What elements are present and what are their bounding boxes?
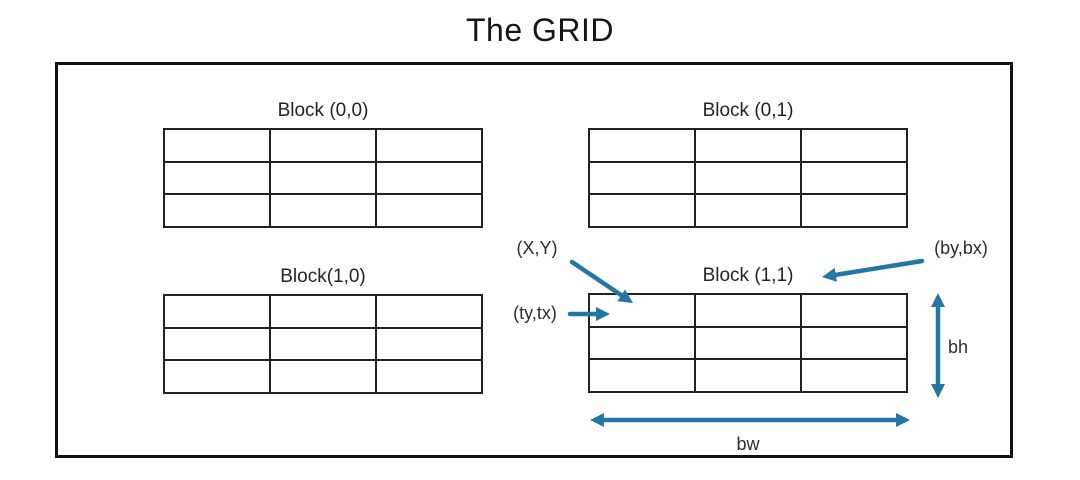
grid-cell (589, 359, 695, 392)
grid-cell (164, 161, 270, 195)
block-1-1-label: Block (1,1) (702, 265, 794, 286)
grid-cell (376, 129, 482, 162)
block-1-1-table (588, 293, 908, 393)
block-1-0-label: Block(1,0) (280, 266, 366, 287)
grid-cell (589, 161, 695, 195)
grid-cell (695, 194, 801, 227)
grid-cell (801, 194, 907, 227)
block-0-1-label: Block (0,1) (702, 100, 794, 121)
grid-cell (164, 327, 270, 361)
grid-cell (376, 295, 482, 328)
grid-outline (55, 62, 1013, 458)
grid-cell (801, 129, 907, 162)
grid-cell (801, 326, 907, 360)
grid-cell (376, 327, 482, 361)
grid-cell (695, 326, 801, 360)
block-0-0-table (163, 128, 483, 228)
grid-cell (695, 161, 801, 195)
diagram-title: The GRID (465, 12, 615, 48)
grid-cell (801, 294, 907, 327)
grid-cell (270, 327, 376, 361)
grid-cell (695, 359, 801, 392)
grid-cell (270, 129, 376, 162)
grid-cell (164, 129, 270, 162)
grid-cell (589, 294, 695, 327)
grid-cell (376, 161, 482, 195)
grid-cell (270, 194, 376, 227)
xy-label: (X,Y) (516, 238, 558, 258)
grid-cell (695, 129, 801, 162)
grid-cell (164, 360, 270, 393)
grid-cell (164, 295, 270, 328)
bh-label: bh (948, 337, 969, 357)
grid-cell (376, 360, 482, 393)
grid-cell (695, 294, 801, 327)
bw-label: bw (736, 434, 760, 454)
grid-cell (589, 194, 695, 227)
grid-cell (164, 194, 270, 227)
grid-cell (270, 161, 376, 195)
grid-cell (270, 295, 376, 328)
grid-cell (801, 161, 907, 195)
block-0-1-table (588, 128, 908, 228)
grid-cell (589, 326, 695, 360)
grid-cell (376, 194, 482, 227)
grid-cell (589, 129, 695, 162)
block-1-0-table (163, 294, 483, 394)
grid-cell (270, 360, 376, 393)
block-0-0-label: Block (0,0) (277, 100, 369, 121)
grid-cell (801, 359, 907, 392)
bybx-label: (by,bx) (934, 238, 988, 258)
tytx-label: (ty,tx) (513, 303, 557, 323)
